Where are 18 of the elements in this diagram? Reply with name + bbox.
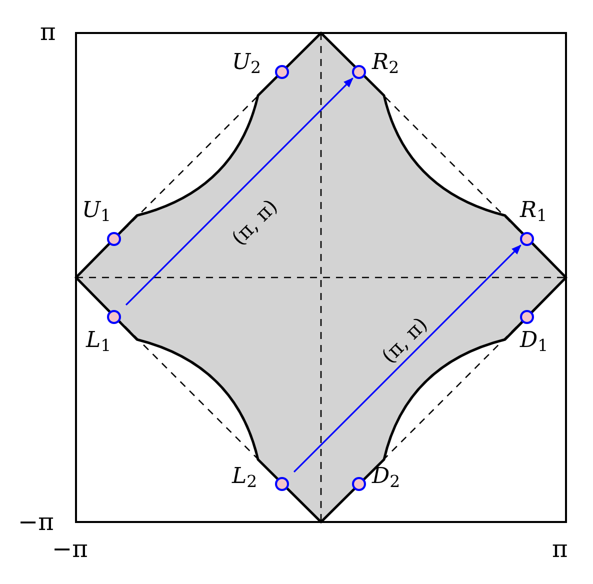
point-label: R$_{2}$: [372, 52, 400, 74]
axis-tick-label: π: [552, 537, 568, 561]
point-marker: [107, 310, 121, 324]
arrow: [125, 78, 354, 306]
axis-tick-label: π: [40, 20, 56, 44]
axis-tick-label: −π: [18, 510, 54, 534]
point-label: L$_{1}$: [86, 330, 112, 352]
point-label: U$_{1}$: [82, 200, 112, 222]
point-label: D$_{1}$: [520, 330, 548, 352]
point-label: L$_{2}$: [232, 466, 258, 488]
axis-tick-label: −π: [52, 537, 88, 561]
point-marker: [107, 232, 121, 246]
point-label: U$_{2}$: [232, 52, 262, 74]
point-marker: [275, 477, 289, 491]
point-label: R$_{1}$: [520, 200, 548, 222]
point-label: D$_{2}$: [372, 466, 400, 488]
point-marker: [275, 65, 289, 79]
arrow: [293, 244, 522, 473]
